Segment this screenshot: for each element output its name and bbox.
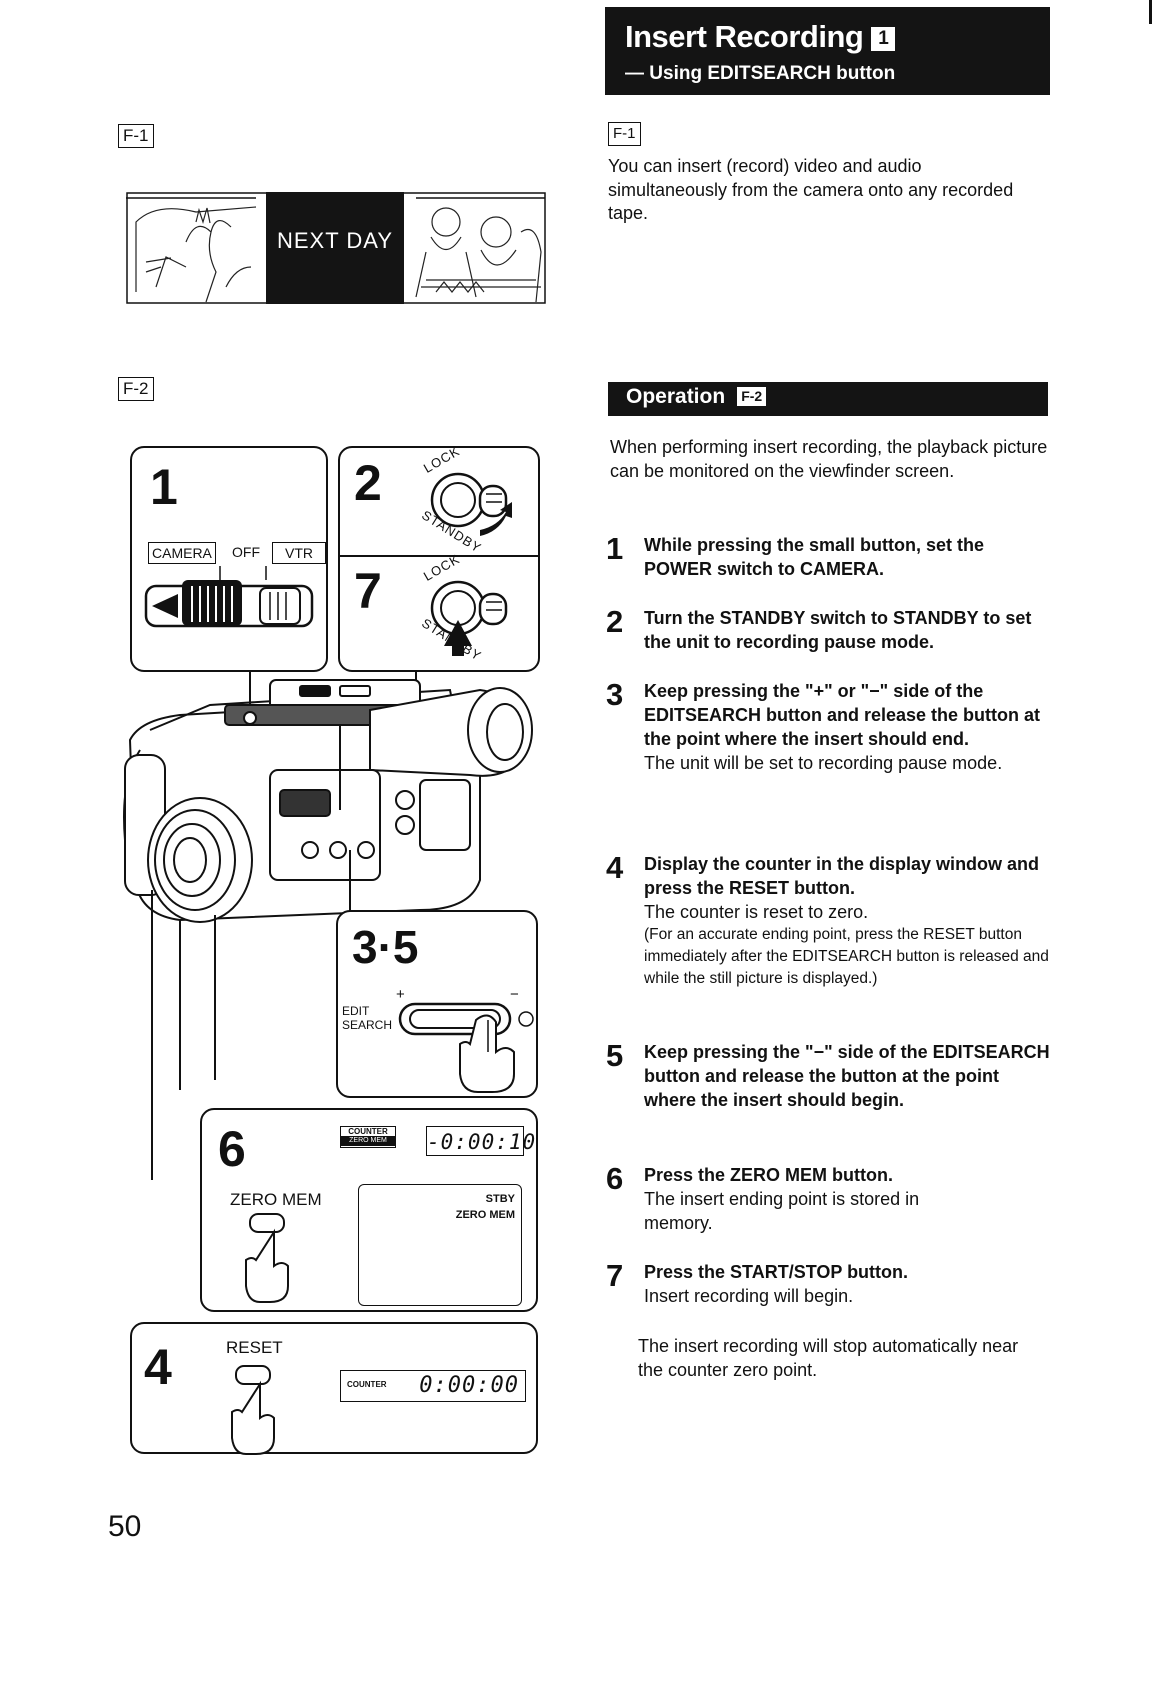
step-number: 5 <box>606 1038 624 1073</box>
zero-mem-badge: ZERO MEM <box>341 1136 395 1146</box>
editsearch-button-illustration <box>398 1002 534 1093</box>
panel-number: 6 <box>218 1121 246 1177</box>
counter-indicator: COUNTER ZERO MEM <box>340 1126 396 1148</box>
panel-number: 2 <box>354 455 382 511</box>
step-6: 6 Press the ZERO MEM button. The insert … <box>606 1163 1051 1235</box>
step-2: 2 Turn the STANDBY switch to STANDBY to … <box>606 606 1051 654</box>
vtr-label: VTR <box>272 542 326 564</box>
next-day-banner: NEXT DAY <box>126 192 546 304</box>
page-subtitle: — Using EDITSEARCH button <box>625 63 896 84</box>
step-number: 3 <box>606 677 624 712</box>
closing-paragraph: The insert recording will stop automatic… <box>638 1336 1019 1380</box>
step-number: 2 <box>606 604 624 639</box>
panel-number: 7 <box>354 563 382 619</box>
step-heading: Turn the STANDBY switch to STANDBY to se… <box>644 608 1032 652</box>
standby-dial-icon <box>430 580 508 656</box>
step-number: 7 <box>606 1258 624 1293</box>
figure-ref-f1: F-1 <box>608 122 641 146</box>
step-5: 5 Keep pressing the "−" side of the EDIT… <box>606 1040 1051 1112</box>
panel-step-3-5: 3·5 EDIT SEARCH + − <box>336 910 538 1098</box>
edit-label: EDIT <box>342 1004 370 1018</box>
page-title: Insert Recording 1 <box>625 19 896 55</box>
camcorder-illustration <box>123 670 533 1180</box>
step-heading: Keep pressing the "−" side of the EDITSE… <box>644 1042 1050 1110</box>
panel-step-4: 4 RESET COUNTER 0:00:00 <box>130 1322 538 1455</box>
scan-mark <box>1149 0 1152 24</box>
plus-sign: + <box>396 986 405 1003</box>
counter-label: COUNTER <box>348 1127 388 1136</box>
step-4: 4 Display the counter in the display win… <box>606 852 1051 990</box>
zero-mem-button-finger <box>245 1213 289 1303</box>
panel-number: 3·5 <box>352 921 419 973</box>
title-bar: Insert Recording 1 — Using EDITSEARCH but… <box>605 7 1050 95</box>
operation-figure-ref: F-2 <box>737 387 767 406</box>
panel-step-1: 1 CAMERA OFF VTR <box>130 446 328 672</box>
operation-intro: When performing insert recording, the pl… <box>610 437 1048 481</box>
operation-label: Operation <box>626 385 726 408</box>
step-number: 4 <box>606 850 624 885</box>
step-heading: Press the START/STOP button. <box>644 1262 909 1282</box>
power-switch <box>144 566 314 628</box>
standby-dial-icon <box>430 472 512 536</box>
panel-step-2-7: 2 7 LOCK STANDBY LOCK STANDBY <box>338 443 540 672</box>
off-label: OFF <box>232 544 260 560</box>
step-7: 7 Press the START/STOP button. Insert re… <box>606 1260 1051 1308</box>
counter-readout: 0:00:00 <box>419 1373 519 1398</box>
figure-tag-f2: F-2 <box>118 377 154 401</box>
operation-bar: Operation F-2 <box>608 382 1048 416</box>
counter-label: COUNTER <box>347 1380 387 1389</box>
stby-indicator: STBY <box>485 1193 515 1205</box>
title-marker: 1 <box>871 27 896 51</box>
step-body: The counter is reset to zero. <box>644 902 869 922</box>
zero-mem-indicator: ZERO MEM <box>455 1209 515 1221</box>
counter-display: COUNTER 0:00:00 <box>340 1370 526 1402</box>
panel-step-6: 6 COUNTER ZERO MEM -0:00:10 ZERO MEM STB… <box>200 1108 538 1312</box>
operation-heading: Operation F-2 <box>626 385 767 409</box>
step-number: 6 <box>606 1161 624 1196</box>
page-number: 50 <box>108 1510 142 1543</box>
step-heading: Display the counter in the display windo… <box>644 854 1040 898</box>
step-heading: Press the ZERO MEM button. <box>644 1165 894 1185</box>
panel-number: 4 <box>144 1339 172 1395</box>
step-number: 1 <box>606 531 624 566</box>
reset-button-finger <box>231 1365 275 1455</box>
banner-illustration <box>126 192 546 304</box>
zero-mem-button-label: ZERO MEM <box>230 1190 322 1209</box>
step-note: (For an accurate ending point, press the… <box>644 926 1049 987</box>
minus-sign: − <box>510 986 519 1003</box>
search-label: SEARCH <box>342 1018 393 1032</box>
step-heading: Keep pressing the "+" or "−" side of the… <box>644 681 1041 749</box>
step-heading: While pressing the small button, set the… <box>644 535 985 579</box>
step-body: Insert recording will begin. <box>644 1286 854 1306</box>
camera-label: CAMERA <box>148 542 216 564</box>
figure-tag-f1: F-1 <box>118 124 154 148</box>
step-body: The unit will be set to recording pause … <box>644 753 1003 773</box>
viewfinder-display: STBY ZERO MEM <box>358 1184 522 1306</box>
step-body: The insert ending point is stored in mem… <box>644 1189 920 1233</box>
step-3: 3 Keep pressing the "+" or "−" side of t… <box>606 679 1051 775</box>
panel-number: 1 <box>150 459 178 515</box>
step-1: 1 While pressing the small button, set t… <box>606 533 1051 581</box>
counter-readout: -0:00:10 <box>426 1126 535 1156</box>
reset-button-label: RESET <box>226 1338 283 1357</box>
intro-paragraph: You can insert (record) video and audio … <box>608 156 1014 223</box>
banner-text: NEXT DAY <box>277 228 393 253</box>
title-text: Insert Recording <box>625 19 864 54</box>
